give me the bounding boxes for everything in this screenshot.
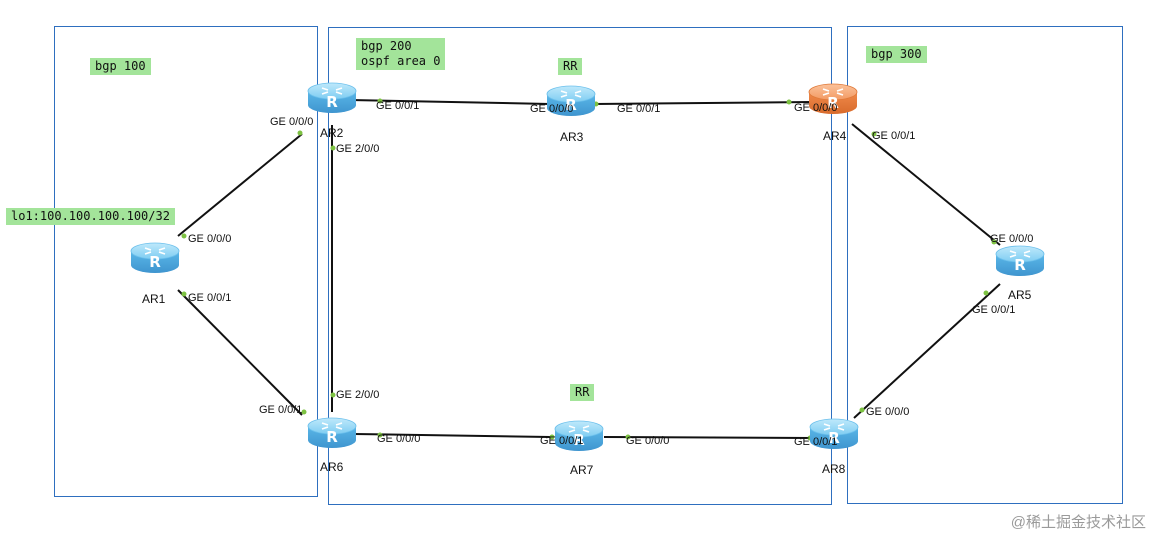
- router-name-ar3: AR3: [560, 130, 584, 144]
- port-dot: [549, 434, 555, 440]
- loopback-label: lo1:100.100.100.100/32: [6, 208, 175, 225]
- link-ar1-ar2: [177, 133, 303, 237]
- port-label-ar2-ge200: GE 2/0/0: [336, 143, 380, 155]
- as200-box: [328, 27, 832, 505]
- link-ar4-ar5: [851, 123, 1001, 246]
- router-name-ar5: AR5: [1008, 288, 1032, 302]
- port-label-ar1-ge000: GE 0/0/0: [188, 233, 232, 245]
- router-icon-ar3[interactable]: R: [546, 85, 596, 116]
- port-label-ar1-ge001: GE 0/0/1: [188, 292, 232, 304]
- router-glyph: R: [326, 428, 338, 446]
- port-dot: [625, 434, 631, 440]
- router-glyph: R: [1014, 256, 1026, 274]
- watermark: @稀土掘金技术社区: [1010, 514, 1146, 531]
- port-dot: [377, 432, 383, 438]
- router-glyph: R: [326, 93, 338, 111]
- router-name-ar7: AR7: [570, 463, 594, 477]
- as200-label: bgp 200 ospf area 0: [356, 38, 446, 70]
- port-label-ar4-ge001: GE 0/0/1: [872, 130, 916, 142]
- router-icon-ar7[interactable]: R: [554, 420, 604, 451]
- router-icon-ar8[interactable]: R: [809, 418, 859, 449]
- link-ar7-ar8: [603, 436, 813, 439]
- port-label-ar3-ge001: GE 0/0/1: [617, 103, 661, 115]
- port-dot: [983, 290, 989, 296]
- as300-box: [847, 26, 1123, 504]
- link-ar5-ar8: [853, 283, 1001, 419]
- router-name-ar2: AR2: [320, 126, 344, 140]
- router-name-ar1: AR1: [142, 292, 166, 306]
- router-glyph: R: [565, 96, 577, 114]
- port-label-ar4-ge000: GE 0/0/0: [794, 102, 838, 114]
- router-glyph: R: [573, 431, 585, 449]
- port-label-ar6-ge001: GE 0/0/1: [259, 404, 303, 416]
- port-label-ar5-ge000: GE 0/0/0: [990, 233, 1034, 245]
- link-ar2-ar3: [349, 99, 551, 105]
- router-name-ar4: AR4: [823, 129, 847, 143]
- port-dot: [377, 98, 383, 104]
- link-ar3-ar4: [593, 101, 813, 105]
- router-icon-ar5[interactable]: R: [995, 245, 1045, 276]
- router-icon-ar1[interactable]: R: [130, 242, 180, 273]
- link-ar6-ar7: [353, 433, 551, 438]
- port-label-ar6-ge000: GE 0/0/0: [377, 433, 421, 445]
- rr-label-ar7: RR: [570, 384, 595, 401]
- router-name-ar8: AR8: [822, 462, 846, 476]
- router-glyph: R: [828, 429, 840, 447]
- port-dot: [991, 239, 997, 245]
- router-icon-ar4[interactable]: R: [808, 83, 858, 114]
- as300-label: bgp 300: [866, 46, 927, 63]
- port-dot: [297, 130, 303, 136]
- router-name-ar6: AR6: [320, 460, 344, 474]
- link-ar1-ar6: [177, 289, 303, 416]
- port-dot: [871, 131, 877, 137]
- rr-label-ar3: RR: [558, 58, 583, 75]
- as100-box: [54, 26, 318, 497]
- port-label-ar2-ge001: GE 0/0/1: [376, 100, 420, 112]
- port-label-ar8-ge001: GE 0/0/1: [794, 436, 838, 448]
- port-dot: [786, 99, 792, 105]
- port-label-ar8-ge000: GE 0/0/0: [866, 406, 910, 418]
- port-label-ar7-ge001: GE 0/0/1: [540, 435, 584, 447]
- port-dot: [181, 233, 187, 239]
- port-label-ar3-ge000: GE 0/0/0: [530, 103, 574, 115]
- port-dot: [181, 291, 187, 297]
- port-dot: [301, 409, 307, 415]
- port-label-ar2-ge000: GE 0/0/0: [270, 116, 314, 128]
- port-dot: [859, 407, 865, 413]
- router-glyph: R: [827, 94, 839, 112]
- port-label-ar6-ge200: GE 2/0/0: [336, 389, 380, 401]
- as100-label: bgp 100: [90, 58, 151, 75]
- router-icon-ar2[interactable]: R: [307, 82, 357, 113]
- port-dot: [330, 392, 336, 398]
- port-label-ar5-ge001: GE 0/0/1: [972, 304, 1016, 316]
- port-dot: [330, 145, 336, 151]
- port-label-ar7-ge000: GE 0/0/0: [626, 435, 670, 447]
- router-glyph: R: [149, 253, 161, 271]
- router-icon-ar6[interactable]: R: [307, 417, 357, 448]
